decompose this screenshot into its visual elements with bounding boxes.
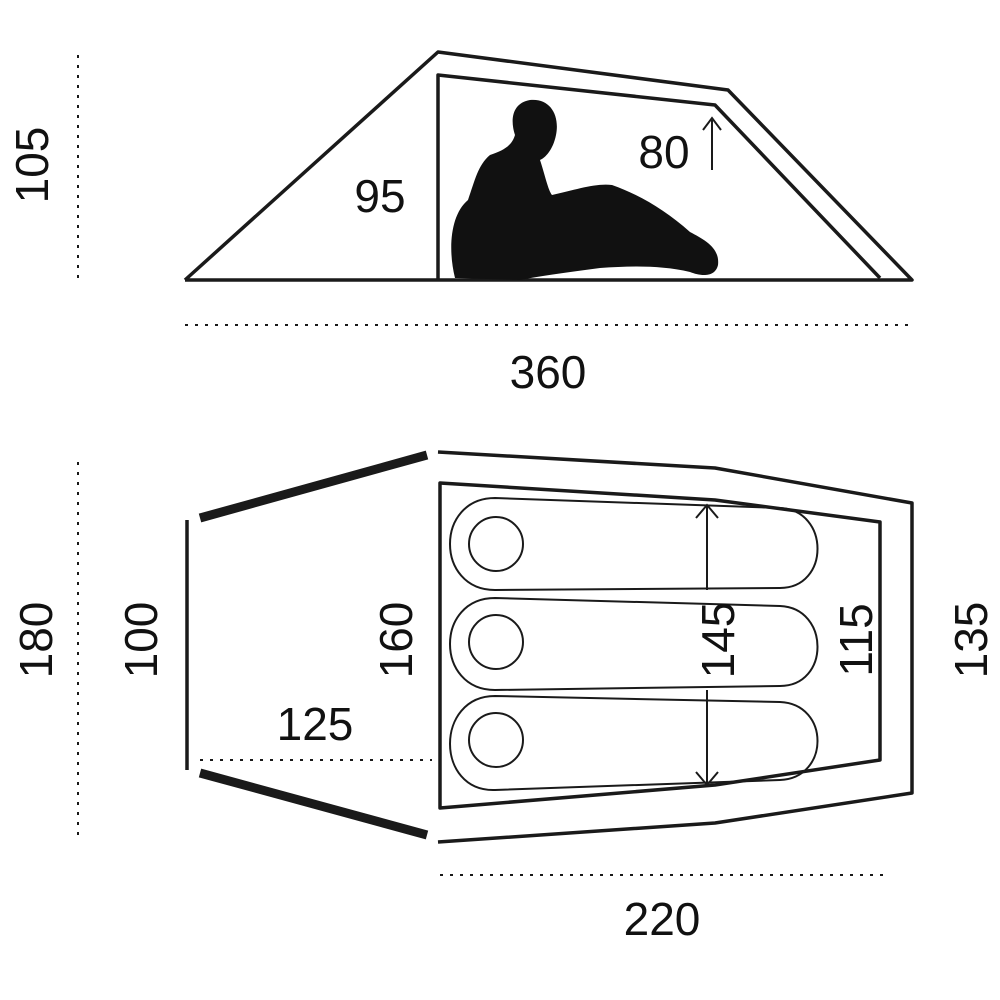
person-silhouette [451, 99, 719, 280]
label-outer-width-rear: 135 [945, 602, 997, 679]
label-height-total: 105 [6, 127, 58, 204]
double-arrow-icon [695, 503, 719, 787]
top-view: 180 100 160 125 145 115 135 220 [10, 450, 997, 945]
inner-tent-floor [438, 481, 882, 810]
inner-tent-outline [436, 73, 882, 280]
label-vestibule-depth: 125 [277, 698, 354, 750]
label-inner-height-rear: 80 [638, 126, 689, 178]
label-width-total: 180 [10, 602, 62, 679]
vestibule-pole-top [198, 450, 429, 523]
outer-fly-body [437, 450, 914, 844]
label-sleeping-width: 145 [692, 602, 744, 679]
sleeping-bag-head [468, 614, 524, 670]
sleeping-bag-head [468, 516, 524, 572]
sleeping-bag [449, 496, 819, 592]
label-length-total: 360 [510, 346, 587, 398]
label-inner-length: 220 [624, 893, 701, 945]
vestibule-pole-bottom [198, 768, 429, 840]
label-inner-height-front: 95 [354, 170, 405, 222]
label-inner-width-front: 160 [370, 602, 422, 679]
side-view: 105 95 80 360 [6, 50, 914, 398]
sleeping-bag [449, 596, 819, 692]
label-inner-width-rear: 115 [830, 603, 882, 676]
sleeping-bag-head [468, 712, 524, 768]
outer-fly-outline [183, 50, 914, 282]
up-arrow-icon [702, 116, 722, 170]
sleeping-bag [449, 694, 819, 792]
label-vestibule-width: 100 [115, 602, 167, 679]
sleeping-bags [449, 496, 819, 792]
